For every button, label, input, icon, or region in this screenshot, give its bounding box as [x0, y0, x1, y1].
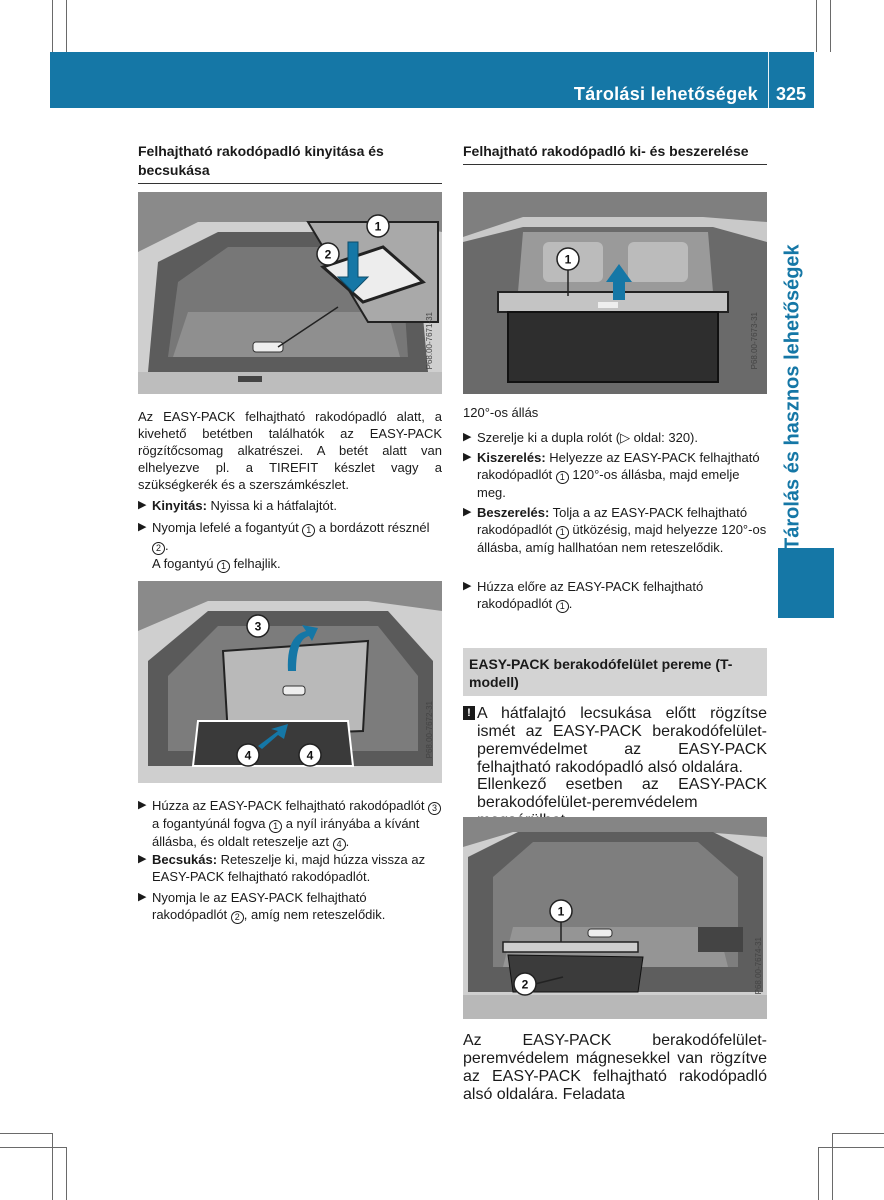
callout-ref: 2: [230, 911, 244, 924]
crop-mark: [66, 1147, 67, 1200]
callout-label: 2: [325, 248, 332, 262]
bullet-arrow-icon: ▶: [138, 521, 147, 533]
crop-mark: [66, 0, 67, 52]
list-item: ▶ Szerelje ki a dupla rolót (▷ oldal: 32…: [463, 430, 698, 445]
section-title: Tárolási lehetőségek: [573, 84, 758, 104]
section-heading: Felhajtható rakodópadló kinyitása és bec…: [138, 142, 442, 184]
figure-raised-floor: 3 4 4 P68.00-7672-31: [138, 581, 442, 783]
callout-label: 4: [245, 749, 252, 763]
callout-ref: 1: [302, 524, 316, 537]
figure-caption: 120°-os állás: [463, 405, 539, 420]
figure-code: P68.00-7672-31: [425, 701, 434, 759]
warning-text: A hátfalajtó lecsukása előtt rögzítse is…: [477, 705, 767, 776]
subsection-heading: EASY-PACK berakodófelület pereme (T-mode…: [463, 648, 767, 696]
figure-edge-protection: 1 2 P68.00-7674-31: [463, 817, 767, 1019]
callout-label: 2: [522, 978, 529, 992]
callout-ref: 1: [555, 526, 569, 539]
crop-mark: [0, 1133, 52, 1134]
outro-paragraph: Az EASY-PACK berakodófelület-peremvédele…: [463, 1032, 767, 1103]
list-item: ▶ Becsukás: Reteszelje ki, majd húzza vi…: [138, 852, 426, 884]
figure-code: P68.00-7671-31: [425, 312, 434, 370]
bullet-arrow-icon: ▶: [463, 451, 472, 463]
bullet-arrow-icon: ▶: [463, 580, 472, 592]
warning-icon: !: [463, 706, 475, 720]
figure-120-degree: 1 P68.00-7673-31: [463, 192, 767, 394]
figure-code: P68.00-7673-31: [750, 312, 759, 370]
list-item: ▶ Húzza az EASY-PACK felhajtható rakodóp…: [138, 797, 442, 851]
bullet-arrow-icon: ▶: [138, 799, 147, 811]
page-header: Tárolási lehetőségek 325: [50, 52, 814, 108]
callout-ref: 1: [555, 471, 569, 484]
crop-mark: [816, 0, 817, 52]
callout-label: 1: [375, 220, 382, 234]
page-number: 325: [776, 84, 807, 104]
crop-mark: [832, 1133, 833, 1200]
list-item: ▶ Húzza előre az EASY-PACK felhajtható r…: [463, 579, 704, 613]
figure-code: P68.00-7674-31: [754, 937, 763, 995]
crop-mark: [830, 0, 831, 52]
crop-mark: [832, 1133, 884, 1134]
crop-mark: [52, 1133, 53, 1200]
list-item: ▶ Nyomja lefelé a fogantyút 1 a bordázot…: [138, 520, 430, 573]
list-item: ▶ Kinyitás: Nyissa ki a hátfalajtót.: [138, 498, 337, 513]
intro-paragraph: Az EASY-PACK felhajtható rakodópadló ala…: [138, 409, 442, 492]
chapter-tab-label: Tárolás és hasznos lehetőségek: [781, 244, 804, 550]
section-heading: Felhajtható rakodópadló ki- és beszerelé…: [463, 142, 767, 165]
callout-ref: 2: [152, 542, 165, 555]
bullet-arrow-icon: ▶: [463, 506, 472, 518]
list-item: ▶ Beszerelés: Tolja a az EASY-PACK felha…: [463, 505, 767, 555]
crop-mark: [52, 0, 53, 52]
crop-mark: [818, 1147, 819, 1200]
callout-ref: 1: [269, 820, 283, 833]
list-item: ▶ Kiszerelés: Helyezze az EASY-PACK felh…: [463, 450, 760, 500]
list-item: ▶ Nyomja le az EASY-PACK felhajtható rak…: [138, 890, 386, 924]
crop-mark: [0, 1147, 66, 1148]
bullet-arrow-icon: ▶: [138, 891, 147, 903]
header-divider: [768, 52, 769, 108]
callout-ref: 1: [217, 560, 231, 573]
callout-ref: 1: [555, 600, 569, 613]
bullet-arrow-icon: ▶: [463, 431, 472, 443]
callout-ref: 4: [332, 838, 346, 851]
callout-ref: 3: [428, 802, 442, 815]
callout-label: 1: [565, 253, 572, 267]
callout-label: 1: [558, 905, 565, 919]
bullet-arrow-icon: ▶: [138, 499, 147, 511]
figure-open-floor: 1 2 P68.00-7671-31: [138, 192, 442, 394]
bullet-arrow-icon: ▶: [138, 853, 147, 865]
chapter-tab: [778, 548, 834, 618]
crop-mark: [818, 1147, 884, 1148]
callout-label: 4: [307, 749, 314, 763]
callout-label: 3: [255, 620, 262, 634]
